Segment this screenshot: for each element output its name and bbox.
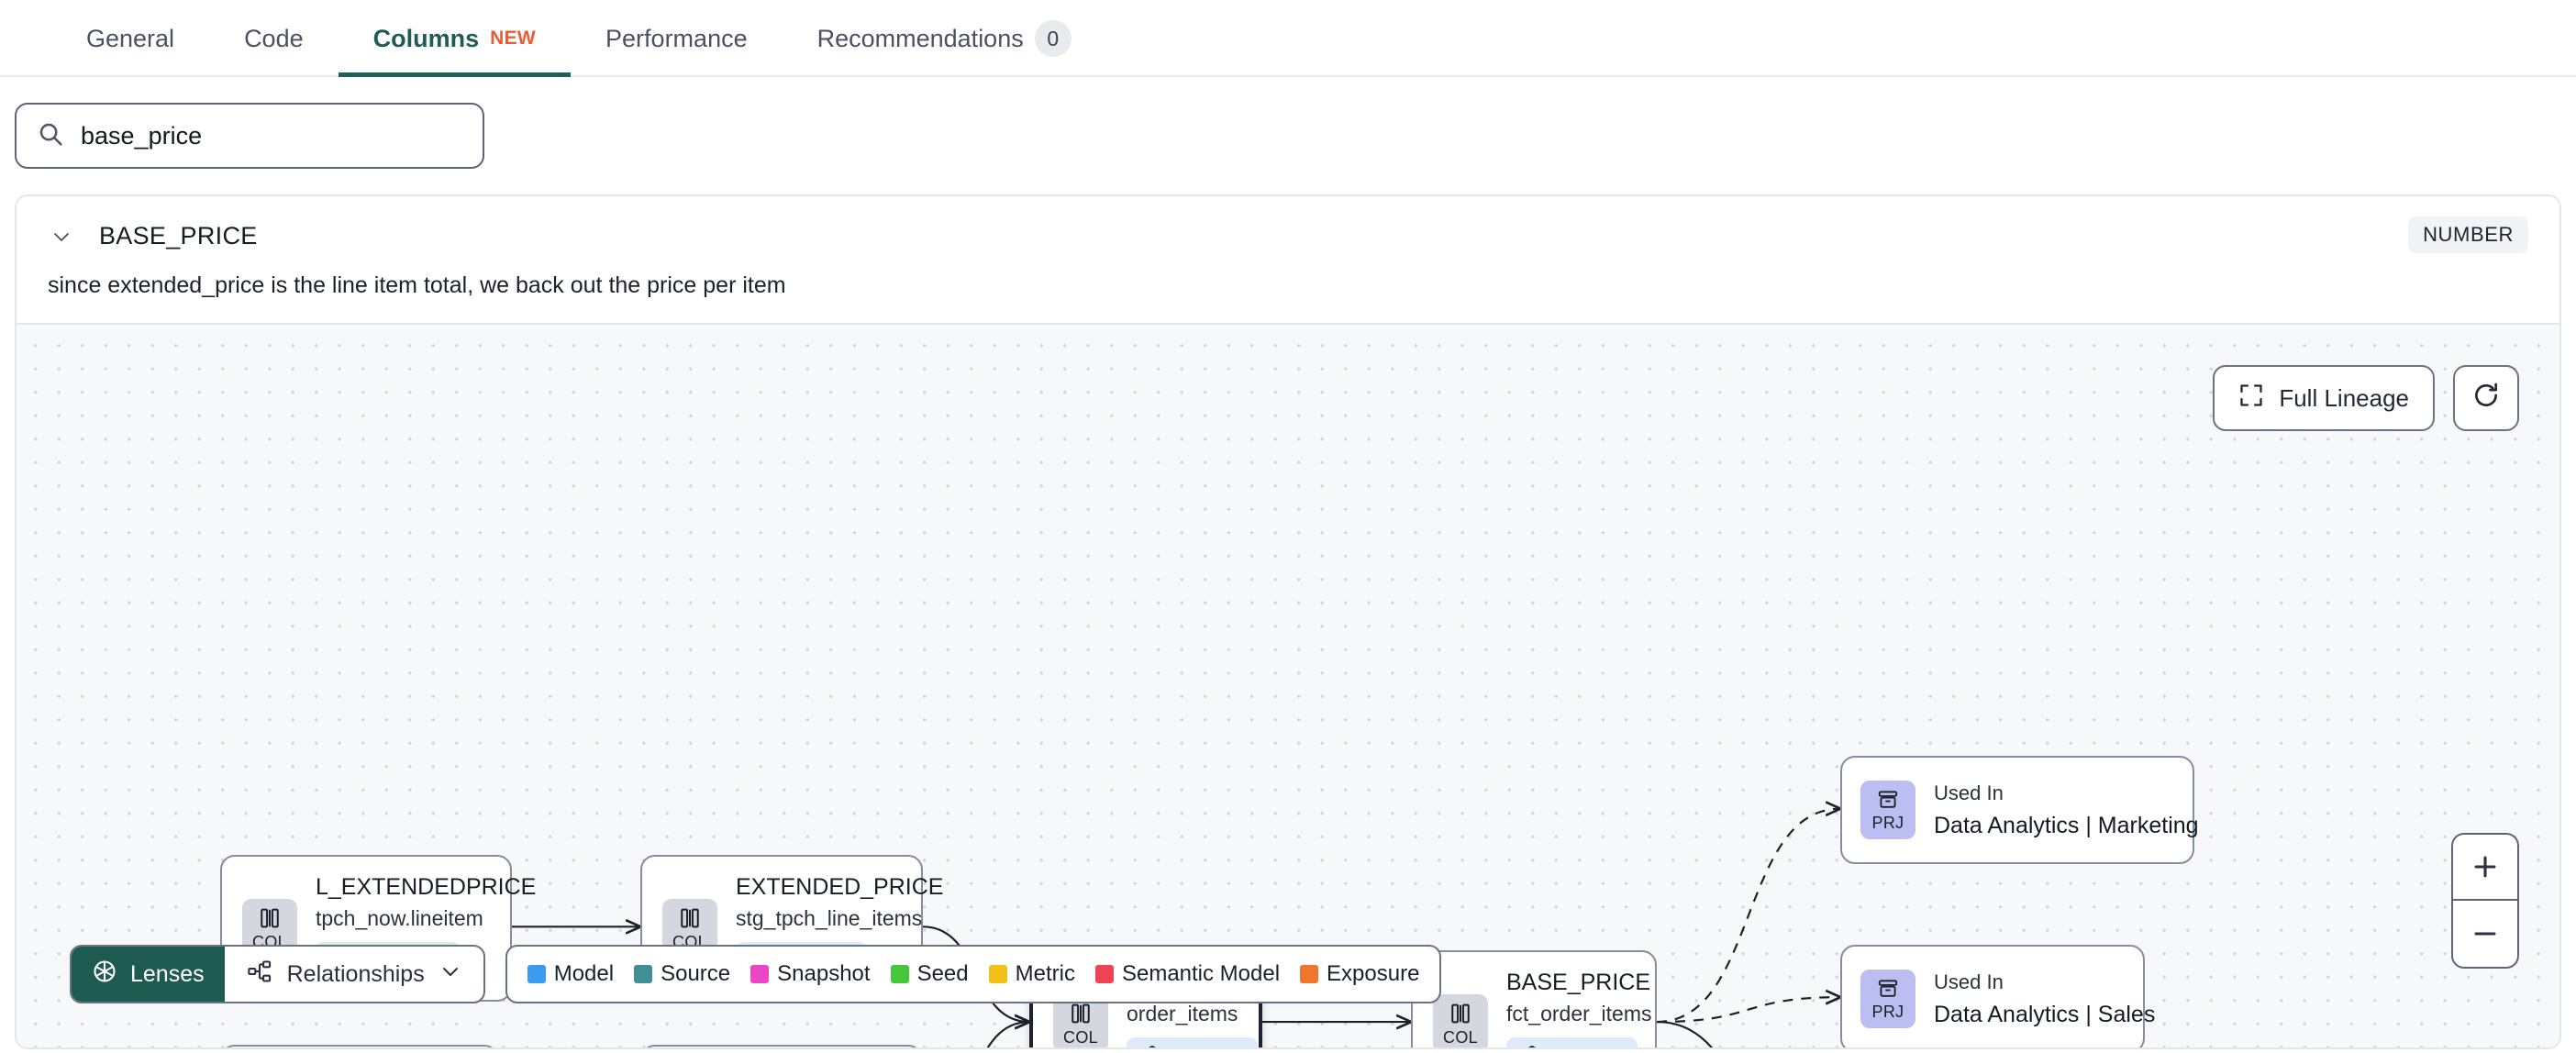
refresh-button[interactable] bbox=[2453, 365, 2519, 431]
search-input[interactable] bbox=[81, 121, 462, 150]
legend-label: Exposure bbox=[1327, 961, 1420, 986]
legend-swatch bbox=[634, 965, 653, 983]
legend-item-snapshot[interactable]: Snapshot bbox=[750, 961, 871, 987]
legend-item-semantic-model[interactable]: Semantic Model bbox=[1094, 961, 1281, 987]
tab-label: General bbox=[86, 24, 175, 52]
tab-general[interactable]: General bbox=[51, 0, 209, 77]
full-lineage-label: Full Lineage bbox=[2279, 383, 2409, 412]
node-type-legend: Model Source Snapshot Seed Metric Semantic Mo… bbox=[505, 945, 1442, 1003]
legend-label: Seed bbox=[916, 961, 969, 986]
legend-item-exposure[interactable]: Exposure bbox=[1300, 961, 1419, 987]
lineage-node-quantity[interactable]: COLQUANTITYstg_tpch_line_itemsMODEL bbox=[640, 1045, 923, 1047]
canvas-bottom-toolbar: Lenses Relationships bbox=[70, 945, 1442, 1003]
legend-swatch bbox=[750, 965, 770, 983]
column-card: BASE_PRICE NUMBER since extended_price i… bbox=[15, 194, 2561, 1049]
node-subtitle: Data Analytics | Sales bbox=[1934, 1001, 2156, 1027]
tab-new-badge: NEW bbox=[490, 28, 537, 49]
node-name: BASE_PRICE bbox=[1506, 970, 1651, 995]
node-subtitle: stg_tpch_line_items bbox=[736, 906, 923, 930]
lineage-edge-base_price_fct-to-prj_marketing bbox=[1656, 809, 1840, 1024]
legend-label: Semantic Model bbox=[1121, 961, 1281, 986]
node-body: Used In Data Analytics | Sales bbox=[1934, 970, 2156, 1028]
archive-box-icon: PRJ bbox=[1860, 781, 1915, 839]
hierarchy-icon bbox=[247, 959, 272, 991]
lenses-button[interactable]: Lenses bbox=[72, 947, 225, 1002]
column-description: since extended_price is the line item to… bbox=[48, 272, 786, 298]
search-icon bbox=[37, 120, 64, 152]
column-type-badge: NUMBER bbox=[2408, 216, 2528, 253]
node-badge-label: COL bbox=[1063, 1027, 1098, 1047]
legend-item-metric[interactable]: Metric bbox=[988, 961, 1075, 987]
tab-label: Performance bbox=[605, 24, 748, 52]
node-name: Used In bbox=[1934, 970, 2004, 993]
tab-count-badge: 0 bbox=[1034, 20, 1071, 57]
expand-corners-icon bbox=[2238, 382, 2264, 415]
tab-performance[interactable]: Performance bbox=[571, 0, 783, 77]
node-badge-label: COL bbox=[1443, 1027, 1478, 1047]
node-subtitle: fct_order_items bbox=[1506, 1002, 1652, 1025]
zoom-controls bbox=[2451, 833, 2519, 969]
legend-label: Snapshot bbox=[777, 961, 871, 986]
cube-icon bbox=[1521, 1044, 1543, 1047]
legend-swatch bbox=[1300, 965, 1319, 983]
lenses-relationships-group: Lenses Relationships bbox=[70, 945, 485, 1003]
tab-columns[interactable]: Columns NEW bbox=[338, 0, 572, 77]
aperture-icon bbox=[92, 959, 117, 991]
archive-box-icon: PRJ bbox=[1860, 970, 1915, 1028]
node-name: L_EXTENDEDPRICE bbox=[316, 874, 537, 900]
tab-code[interactable]: Code bbox=[209, 0, 339, 77]
lineage-node-base_price_fct[interactable]: COL BASE_PRICE fct_order_itemsMODEL bbox=[1411, 950, 1657, 1047]
legend-swatch bbox=[527, 965, 546, 983]
relationships-dropdown[interactable]: Relationships bbox=[225, 947, 483, 1002]
lineage-canvas[interactable]: COLL_EXTENDEDPRICEtpch_now.lineitemSOURC… bbox=[17, 323, 2559, 1047]
legend-item-source[interactable]: Source bbox=[634, 961, 730, 987]
tab-label: Code bbox=[244, 24, 304, 52]
node-badge-label: PRJ bbox=[1871, 813, 1904, 832]
tab-label: Recommendations bbox=[816, 24, 1024, 52]
node-body: BASE_PRICE fct_order_itemsMODEL bbox=[1506, 970, 1652, 1047]
refresh-icon bbox=[2471, 381, 2501, 416]
zoom-in-button[interactable] bbox=[2453, 835, 2517, 901]
legend-item-seed[interactable]: Seed bbox=[890, 961, 969, 987]
node-type-chip-model[interactable]: MODEL bbox=[1506, 1037, 1638, 1047]
node-subtitle: order_items bbox=[1127, 1002, 1238, 1025]
node-name: Used In bbox=[1934, 781, 2004, 804]
legend-label: Model bbox=[553, 961, 615, 986]
page-title: BASE_PRICE bbox=[99, 222, 258, 249]
lineage-node-prj_marketing[interactable]: PRJ Used In Data Analytics | Marketing bbox=[1840, 756, 2199, 864]
node-subtitle: Data Analytics | Marketing bbox=[1934, 812, 2199, 838]
node-badge-label: PRJ bbox=[1871, 1002, 1904, 1021]
node-name: EXTENDED_PRICE bbox=[736, 874, 944, 900]
search-area bbox=[0, 77, 2576, 169]
node-subtitle: tpch_now.lineitem bbox=[316, 906, 483, 930]
tab-label: Columns bbox=[372, 24, 480, 52]
lenses-label: Lenses bbox=[130, 960, 205, 987]
full-lineage-button[interactable]: Full Lineage bbox=[2213, 365, 2435, 431]
lineage-edge-base_price_fct-to-base_price_uv bbox=[1656, 1020, 1714, 1047]
legend-swatch bbox=[988, 965, 1007, 983]
relationships-label: Relationships bbox=[286, 960, 425, 987]
column-icon: COL bbox=[1433, 994, 1488, 1047]
lineage-edge-quantity-to-base_price_oi bbox=[986, 1022, 1029, 1047]
tab-bar: General Code Columns NEW Performance Recommen… bbox=[0, 0, 2576, 77]
legend-swatch bbox=[890, 965, 909, 983]
node-type-chip-model[interactable]: MODEL bbox=[1127, 1037, 1258, 1047]
node-body: Used In Data Analytics | Marketing bbox=[1934, 781, 2199, 839]
legend-item-model[interactable]: Model bbox=[527, 961, 614, 987]
legend-label: Source bbox=[661, 961, 731, 986]
chevron-down-icon bbox=[439, 960, 461, 989]
canvas-top-controls: Full Lineage bbox=[2213, 365, 2519, 431]
collapse-chevron-icon[interactable] bbox=[48, 223, 75, 250]
legend-label: Metric bbox=[1015, 961, 1075, 986]
zoom-out-button[interactable] bbox=[2453, 901, 2517, 967]
column-card-header: BASE_PRICE NUMBER bbox=[17, 196, 2559, 253]
legend-swatch bbox=[1094, 965, 1114, 983]
cube-icon bbox=[1141, 1044, 1163, 1047]
lineage-node-prj_sales[interactable]: PRJ Used In Data Analytics | Sales bbox=[1840, 945, 2156, 1047]
lineage-edge-base_price_fct-to-prj_sales bbox=[1656, 997, 1840, 1024]
search-box[interactable] bbox=[15, 103, 484, 169]
tab-recommendations[interactable]: Recommendations 0 bbox=[783, 0, 1106, 77]
